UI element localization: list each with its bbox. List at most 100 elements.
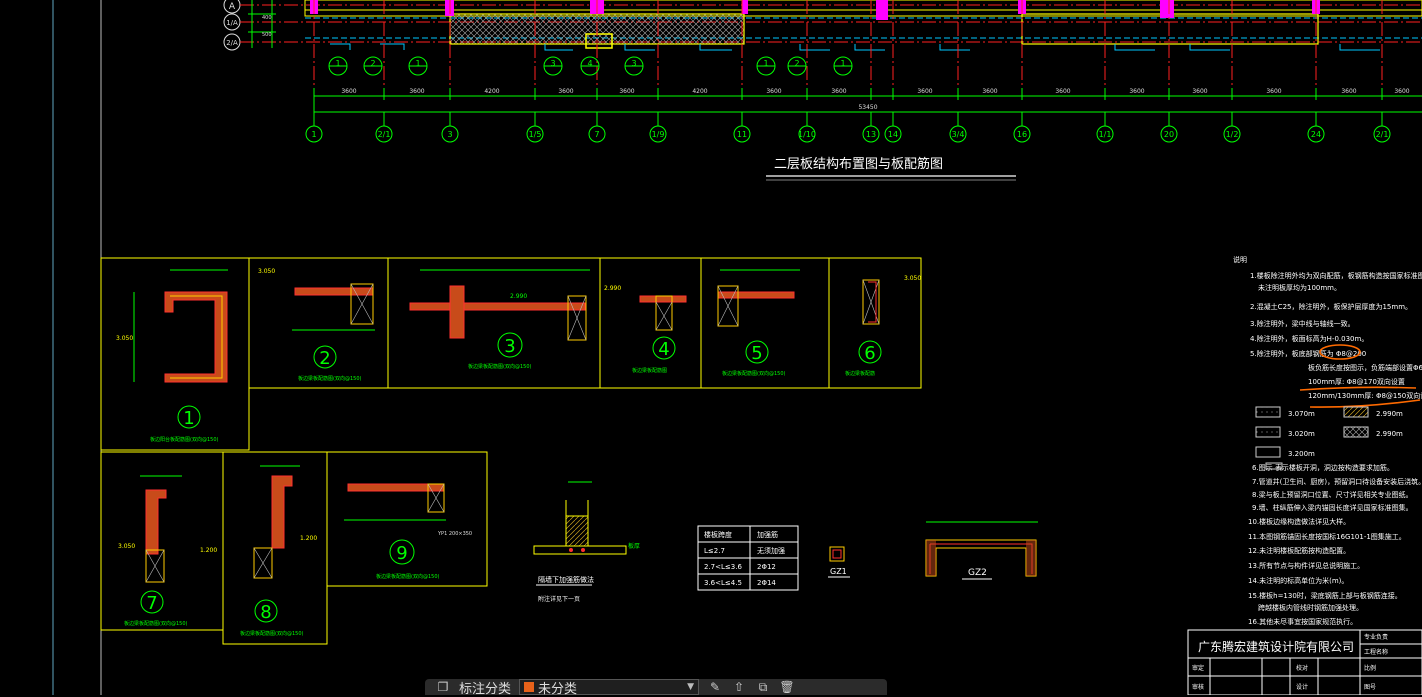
annotation-category-label: 标注分类 (459, 681, 512, 697)
detail-5-drawing: 5 板边梁板配筋图(双向@150) (717, 269, 800, 377)
section-bubble-label: 1 (335, 59, 340, 68)
title-block-cell: 审定 (1192, 664, 1204, 672)
detail-number-3: 3 (504, 336, 515, 357)
reinforcement-table: 楼板跨度 加强筋 L≤2.7 无须加强 2.7<L≤3.6 2Φ12 3.6<L… (697, 525, 799, 591)
total-dimension: 53450 (858, 104, 877, 111)
svg-text:2.990: 2.990 (510, 293, 527, 300)
svg-text:3600: 3600 (1055, 88, 1070, 95)
svg-text:1.200: 1.200 (300, 535, 317, 542)
svg-text:4200: 4200 (484, 88, 499, 95)
table-cell: 2Φ14 (757, 579, 776, 587)
axis-label-col: 1/10 (798, 130, 816, 139)
wall-reinforcement-detail: 板厚 隔墙下加强筋做法 附注详见下一页 (533, 481, 640, 603)
title-block-cell: 设计 (1296, 683, 1308, 691)
svg-text:板厚: 板厚 (628, 542, 640, 550)
axis-label-col: 1/5 (529, 130, 542, 139)
svg-text:3600: 3600 (409, 88, 424, 95)
section-bubble-label: 1 (415, 59, 420, 68)
svg-text:400: 400 (262, 15, 272, 21)
detail-number-2: 2 (319, 348, 330, 369)
gz1-detail: GZ1 (828, 546, 850, 578)
wall-detail-caption: 隔墙下加强筋做法 (538, 575, 594, 584)
svg-text:3600: 3600 (619, 88, 634, 95)
axis-label-col: 1/2 (1226, 130, 1239, 139)
note-item: 10.楼板边缘构造做法详见大样。 (1248, 517, 1350, 526)
note-item: 16.其他未尽事宜按国家规范执行。 (1248, 617, 1357, 626)
note-item: 未注明板厚均为100mm。 (1258, 283, 1341, 292)
bookmark-icon[interactable]: ❐ (437, 680, 449, 694)
legend-label: 3.070m (1288, 410, 1315, 418)
axis-label-row-2a: 2/A (226, 39, 238, 47)
note-item: 100mm厚: Φ8@170双向设置 (1308, 377, 1405, 386)
note-item: 板负筋长度按图示，负筋端部设置Φ6@200分布筋。 (1308, 363, 1422, 372)
gz2-detail: GZ2 (925, 521, 1038, 580)
title-block-cell: 审核 (1192, 683, 1204, 691)
note-item: 15.楼板h=130时，梁底钢筋上部与板钢筋连接。 (1248, 591, 1402, 600)
detail-panels (100, 257, 922, 645)
copy-icon[interactable]: ⧉ (758, 680, 768, 694)
title-block-cell: 工程名称 (1364, 648, 1388, 656)
axis-label-row-a: A (229, 2, 236, 12)
detail-caption-1: 板边阳台板配筋图(双向@150) (150, 436, 218, 443)
detail-number-5: 5 (751, 343, 762, 364)
detail-3-drawing: 2.990 3 板边梁板配筋图(双向@150) (409, 269, 590, 370)
trash-icon[interactable]: 🗑 (779, 680, 795, 694)
gz1-label: GZ1 (830, 567, 847, 576)
note-item: 跨越楼板内管线时钢筋加强处理。 (1258, 603, 1363, 612)
detail-caption-4: 板边梁板配筋图 (632, 367, 667, 374)
note-item: 120mm/130mm厚: Φ8@150双向设置 (1308, 391, 1422, 400)
axis-label-col: 13 (866, 130, 876, 139)
detail-2-drawing: 3.050 2 板边梁板配筋图(双向@150) (258, 268, 375, 382)
title-block-cell: 比例 (1364, 664, 1376, 672)
legend-label: 3.200m (1288, 450, 1315, 458)
pen-icon[interactable]: ✎ (709, 680, 721, 694)
note-item: 1.楼板除注明外均为双向配筋，板钢筋构造按国家标准图集施工。 (1250, 271, 1422, 280)
detail-6-drawing: 3.050 6 板边梁板配筋 (845, 275, 921, 377)
note-item: 8.梁与板上预留洞口位置、尺寸详见相关专业图纸。 (1252, 490, 1413, 499)
axis-label-col: 3/4 (952, 130, 965, 139)
note-item: 13.所有节点与构件详见总说明施工。 (1248, 561, 1364, 570)
dimension-chain (313, 88, 1422, 118)
svg-text:3600: 3600 (1394, 88, 1409, 95)
table-cell: 无须加强 (757, 546, 785, 555)
notes-heading: 说明 (1233, 255, 1247, 264)
title-block: 广东腾宏建筑设计院有限公司 审定 校对 专业负责 审核 工程名称 设计 比例 图… (1187, 629, 1422, 695)
svg-text:3.050: 3.050 (904, 275, 921, 282)
axis-label-col: 1 (311, 130, 316, 139)
table-header: 楼板跨度 (704, 530, 732, 539)
detail-caption-3: 板边梁板配筋图(双向@150) (468, 363, 531, 370)
title-block-cell: 校对 (1296, 664, 1308, 672)
detail-caption-6: 板边梁板配筋 (845, 370, 875, 377)
note-item: 3.除注明外，梁中线与轴线一致。 (1250, 319, 1355, 328)
svg-text:3600: 3600 (1129, 88, 1144, 95)
section-bubble-label: 3 (550, 59, 555, 68)
svg-text:3600: 3600 (766, 88, 781, 95)
wall-detail-subcaption: 附注详见下一页 (538, 595, 580, 603)
detail-caption-5: 板边梁板配筋图(双向@150) (722, 370, 785, 377)
svg-text:500: 500 (262, 32, 272, 38)
category-color-swatch (524, 682, 535, 692)
annotation-toolbar: ❐ 标注分类 未分类 ▼ ✎ ⇧ ⧉ 🗑 (425, 679, 887, 697)
svg-text:3600: 3600 (1192, 88, 1207, 95)
svg-text:3.050: 3.050 (258, 268, 275, 275)
detail-4-drawing: 2.990 4 板边梁板配筋图 (604, 285, 687, 374)
svg-text:3.050: 3.050 (116, 335, 133, 342)
detail-7-drawing: 3.050 1.200 7 板边梁板配筋图(双向@150) (118, 475, 217, 627)
note-item: 11.本图钢筋锚固长度按国标16G101-1图集施工。 (1248, 532, 1406, 541)
table-header: 加强筋 (757, 530, 778, 539)
svg-text:3600: 3600 (341, 88, 356, 95)
general-notes: 说明 1.楼板除注明外均为双向配筋，板钢筋构造按国家标准图集施工。 未注明板厚均… (1233, 255, 1422, 626)
drawing-title: 二层板结构布置图与板配筋图 (774, 156, 943, 172)
detail-number-4: 4 (658, 339, 669, 360)
category-select[interactable]: 未分类 ▼ (519, 679, 700, 697)
detail-caption-7: 板边梁板配筋图(双向@150) (124, 620, 187, 627)
axis-label-row-1a: 1/A (226, 19, 238, 27)
share-icon[interactable]: ⇧ (733, 680, 745, 694)
column-axis-bubbles (305, 112, 1391, 143)
svg-text:2.990: 2.990 (604, 285, 621, 292)
axis-label-col: 16 (1017, 130, 1027, 139)
note-item: 12.未注明楼板配筋按构造配置。 (1248, 546, 1350, 555)
legend-label: 3.020m (1288, 430, 1315, 438)
detail-caption-8: 板边梁板配筋图(双向@150) (240, 630, 303, 637)
